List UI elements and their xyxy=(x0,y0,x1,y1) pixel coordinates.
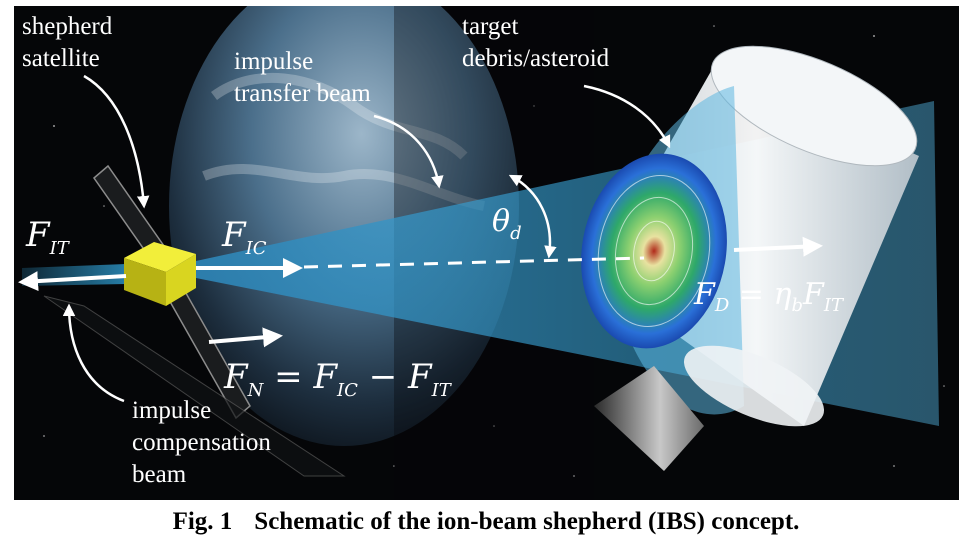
pointer-target xyxy=(583,84,671,149)
pointer-shepherd xyxy=(83,74,150,209)
label-impulse-transfer-beam: impulse transfer beam xyxy=(234,48,371,107)
pointer-transfer-beam xyxy=(373,114,444,189)
caption-text: Schematic of the ion-beam shepherd (IBS)… xyxy=(254,508,800,535)
label-impulse-compensation-beam: impulse compensation beam xyxy=(132,397,277,488)
shepherd-satellite-cube xyxy=(124,242,196,306)
solar-panel-left xyxy=(43,295,346,477)
math-f-n-equation: FN = FIC − FIT xyxy=(223,357,453,401)
ibs-schematic: shepherd satellite impulse transfer beam… xyxy=(14,6,959,500)
math-f-d-equation: FD = ηbFIT xyxy=(693,277,845,316)
caption-number: Fig. 1 xyxy=(172,508,233,535)
beam-axis-dashed xyxy=(303,256,645,269)
arrow-f-n xyxy=(208,327,283,348)
target-nozzle-cone xyxy=(594,366,704,471)
label-shepherd-satellite: shepherd satellite xyxy=(22,13,119,72)
math-f-ic: FIC xyxy=(221,215,267,259)
cylinder-bottom-cap xyxy=(683,345,825,427)
theta-angle-arc xyxy=(508,174,557,259)
impact-contour-rings xyxy=(581,153,727,349)
stars xyxy=(43,25,945,477)
arrow-f-d xyxy=(733,236,823,257)
label-target-debris: target debris/asteroid xyxy=(462,13,610,72)
math-f-it: FIT xyxy=(25,215,71,259)
math-theta-d: θd xyxy=(492,204,522,244)
figure-caption: Fig. 1 Schematic of the ion-beam shepherd… xyxy=(0,508,972,536)
earth-clouds xyxy=(202,72,485,211)
arrow-f-it xyxy=(18,271,127,292)
pointer-compensation xyxy=(62,303,125,403)
